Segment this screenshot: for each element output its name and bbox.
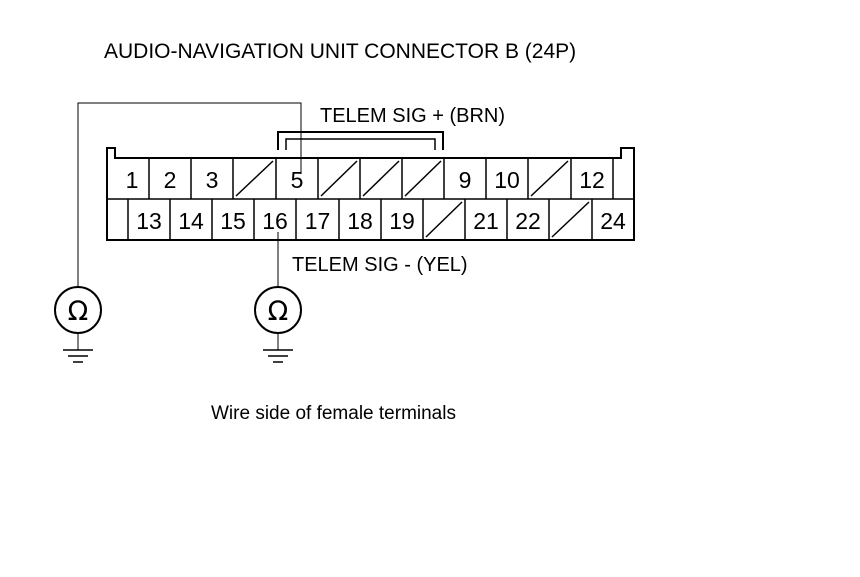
pin-label-10: 10 — [494, 167, 520, 193]
pin-label-21: 21 — [473, 208, 499, 234]
ground-icon — [63, 349, 93, 363]
empty-cavity-slash — [362, 160, 400, 197]
pin-label-14: 14 — [178, 208, 204, 234]
pin-label-18: 18 — [347, 208, 373, 234]
empty-cavity-slash — [404, 160, 442, 197]
telem-sig-minus-label: TELEM SIG - (YEL) — [292, 254, 468, 276]
pin-label-9: 9 — [459, 167, 472, 193]
pin-label-17: 17 — [305, 208, 331, 234]
pin-label-5: 5 — [291, 167, 304, 193]
diagram-title: AUDIO-NAVIGATION UNIT CONNECTOR B (24P) — [104, 40, 576, 63]
diagram-caption: Wire side of female terminals — [211, 403, 456, 424]
empty-cavity-slash — [551, 201, 590, 238]
ohmmeter-left: Ω — [54, 286, 102, 363]
pin-label-19: 19 — [389, 208, 415, 234]
pin-label-24: 24 — [600, 208, 626, 234]
probe-wire-left — [77, 102, 302, 287]
empty-cavity-slash — [320, 160, 358, 197]
connector-latch-inner — [285, 138, 436, 150]
pin-label-12: 12 — [579, 167, 605, 193]
pin-label-22: 22 — [515, 208, 541, 234]
pin-label-15: 15 — [220, 208, 246, 234]
telem-sig-plus-label: TELEM SIG + (BRN) — [320, 105, 505, 127]
pin-label-2: 2 — [164, 167, 177, 193]
connector-latch — [277, 131, 444, 150]
pin-label-3: 3 — [206, 167, 219, 193]
connector-housing — [106, 147, 635, 241]
pin-label-13: 13 — [136, 208, 162, 234]
ohm-symbol-left: Ω — [68, 296, 89, 327]
ground-icon — [263, 349, 293, 363]
pin-label-16: 16 — [262, 208, 288, 234]
empty-cavity-slash — [425, 201, 463, 238]
empty-cavity-slash — [530, 160, 569, 197]
empty-cavity-slash — [235, 160, 274, 197]
ohm-symbol-right: Ω — [268, 296, 289, 327]
pin-label-1: 1 — [126, 167, 139, 193]
ohmmeter-right: Ω — [254, 286, 302, 363]
